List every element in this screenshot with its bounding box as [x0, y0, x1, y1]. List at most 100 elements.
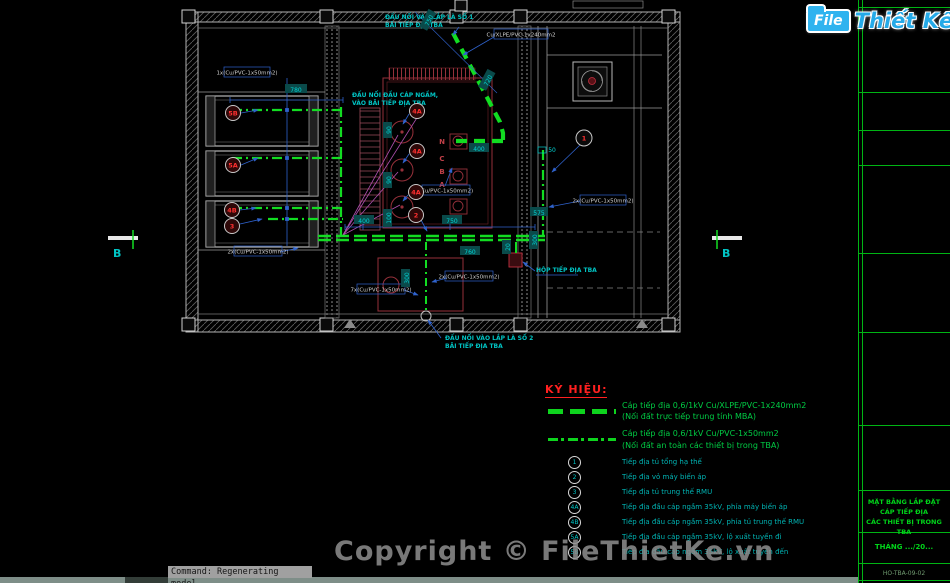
legend-item-id: 5B: [568, 546, 581, 559]
dimension-text: 20: [505, 243, 512, 251]
dimension-text: 575: [533, 210, 545, 217]
note-connect2: ĐẤU NỐI VÀO LẮP LÀ SỐ 2: [445, 334, 533, 342]
cable-clamp: [537, 146, 547, 154]
marker-id: 4A: [412, 148, 422, 156]
dimension-text: 750: [446, 218, 458, 225]
dimension-text: 760: [464, 249, 476, 256]
logo-file-text: File: [814, 13, 843, 29]
legend-item: 3 Tiếp địa tủ trung thế RMU: [568, 486, 818, 499]
horizontal-scrollbar[interactable]: [0, 577, 858, 583]
marker-id: 2: [414, 212, 419, 220]
dimension-text: 300: [404, 272, 411, 284]
title-block-border: [862, 0, 863, 583]
filethietke-logo: File Thiết Kế.vn: [806, 4, 950, 33]
marker-id: 3: [230, 223, 235, 231]
cable-label: 2x(Cu/PVC-1x50mm2): [227, 250, 288, 256]
legend-cable-name: Cáp tiếp địa 0,6/1kV Cu/PVC-1x50mm2: [622, 429, 779, 438]
dimension-text: 100: [386, 212, 393, 224]
leader-lines: [229, 11, 581, 339]
marker-id: 5A: [228, 162, 238, 170]
marker-id: 5B: [228, 110, 238, 118]
legend-item-id: 4A: [568, 501, 581, 514]
phase-letter: N: [439, 138, 445, 146]
dimension-labels: 780 750 720 90 90 100 400 400 750 760 30…: [285, 8, 556, 287]
legend-cable-sample-50: [548, 438, 616, 441]
marker-id: 4B: [227, 207, 237, 215]
sheet-title: MẶT BẰNG LẮP ĐẶT CÁP TIẾP ĐỊA CÁC THIẾT …: [860, 497, 948, 537]
legend-cable-name: Cáp tiếp địa 0,6/1kV Cu/XLPE/PVC-1x240mm…: [622, 401, 807, 410]
legend-cable-note: (Nối đất trực tiếp trung tính MBA): [622, 412, 756, 421]
ground-connection-point: [420, 310, 432, 322]
switchgear-bays: [205, 95, 319, 248]
section-marker-right: B: [712, 230, 742, 260]
note-ground-box: HỘP TIẾP ĐỊA TBA: [536, 266, 597, 274]
marker-id: 4A: [412, 108, 422, 116]
note-connect1: BÃI TIẾP ĐỊA TBA: [385, 21, 443, 29]
folder-icon: File: [806, 4, 851, 33]
phase-letters: N C B A: [439, 138, 445, 189]
title-block-divider: [858, 580, 950, 581]
phase-letter: B: [439, 168, 444, 176]
mba-neutral-cable: [451, 32, 506, 141]
substation-building-walls: [181, 0, 681, 333]
command-line-input[interactable]: Command: Regenerating model.: [168, 566, 312, 583]
phase-letter: C: [439, 155, 444, 163]
corner-gusset: [636, 319, 648, 328]
legend-item-label: Tiếp địa đầu cáp ngầm 35kV, phía tủ trun…: [622, 518, 805, 526]
sheet-title-line2: CÁC THIẾT BỊ TRONG TBA: [866, 518, 942, 536]
sheet-number: HO-TBA-09-02: [882, 570, 926, 577]
legend-item-id: 4B: [568, 516, 581, 529]
corner-gusset: [344, 319, 356, 328]
note-cap: VÀO BÃI TIẾP ĐỊA TBA: [352, 99, 426, 107]
section-marker-left: B: [108, 230, 138, 260]
legend-cable-note: (Nối đất an toàn các thiết bị trong TBA): [622, 441, 780, 450]
note-cap: ĐẤU NỐI ĐẦU CÁP NGẦM,: [352, 90, 438, 99]
marker-id: 1: [582, 135, 587, 143]
title-block-divider: [858, 332, 950, 333]
cable-labels: 1x(Cu/PVC-1x50mm2) 2x(Cu/PVC-1x50mm2) Cu…: [216, 28, 634, 295]
title-block-divider: [858, 165, 950, 166]
legend-item-label: Tiếp địa đầu cáp ngầm 35kV, phía máy biế…: [622, 503, 788, 511]
legend-item-id: 2: [568, 471, 581, 484]
legend-item: 2 Tiếp địa vỏ máy biến áp: [568, 471, 818, 484]
legend-title: KÝ HIỆU:: [545, 383, 608, 398]
title-block-divider: [858, 563, 950, 564]
legend-item-label: Tiếp địa tủ tổng hạ thế: [622, 458, 702, 466]
dimension-text: 50: [548, 147, 556, 154]
legend-item-label: Tiếp địa đầu cáp ngầm 35kV, lộ xuất tuyế…: [622, 548, 789, 556]
dimension-text: 720: [483, 74, 495, 88]
title-block-divider: [858, 532, 950, 533]
cable-pit: [377, 257, 464, 312]
dimension-text: 90: [386, 126, 393, 134]
title-block-divider: [858, 490, 950, 491]
title-block-divider: [858, 253, 950, 254]
dimension-text: 400: [358, 218, 370, 225]
ground-markers: 5B 5A 4B 3 4A 4A 4A 2 1: [224, 103, 593, 234]
cable-label: 2x(Cu/PVC-1x50mm2): [572, 199, 633, 205]
legend-item-id: 3: [568, 486, 581, 499]
note-connect2: BÃI TIẾP ĐỊA TBA: [445, 342, 503, 350]
legend-cable-sample-240: [548, 409, 616, 414]
legend-item-id: 5A: [568, 531, 581, 544]
marker-id: 4A: [411, 189, 421, 197]
cable-label: 1x(Cu/PVC-1x50mm2): [216, 71, 277, 77]
title-block-divider: [858, 7, 950, 8]
section-letter: B: [113, 247, 121, 260]
title-block-border: [858, 0, 859, 583]
legend-item: 1 Tiếp địa tủ tổng hạ thế: [568, 456, 818, 469]
dimension-text: 750: [424, 14, 436, 28]
ventilation-fan: [572, 61, 613, 102]
wall-columns: [181, 0, 676, 332]
dimension-text: 780: [290, 87, 302, 94]
legend-item: 5B Tiếp địa đầu cáp ngầm 35kV, lộ xuất t…: [568, 546, 818, 559]
scrollbar-thumb[interactable]: [125, 577, 168, 583]
cable-label: (Cu/PVC-1x50mm2): [419, 189, 473, 195]
section-letter: B: [722, 247, 730, 260]
bushing-boxes: [449, 133, 468, 215]
interior-partitions: [198, 25, 662, 319]
cable-label: 2x(Cu/PVC-1x50mm2): [438, 275, 499, 281]
ground-box: [508, 252, 523, 268]
dimension-text: 400: [473, 146, 485, 153]
